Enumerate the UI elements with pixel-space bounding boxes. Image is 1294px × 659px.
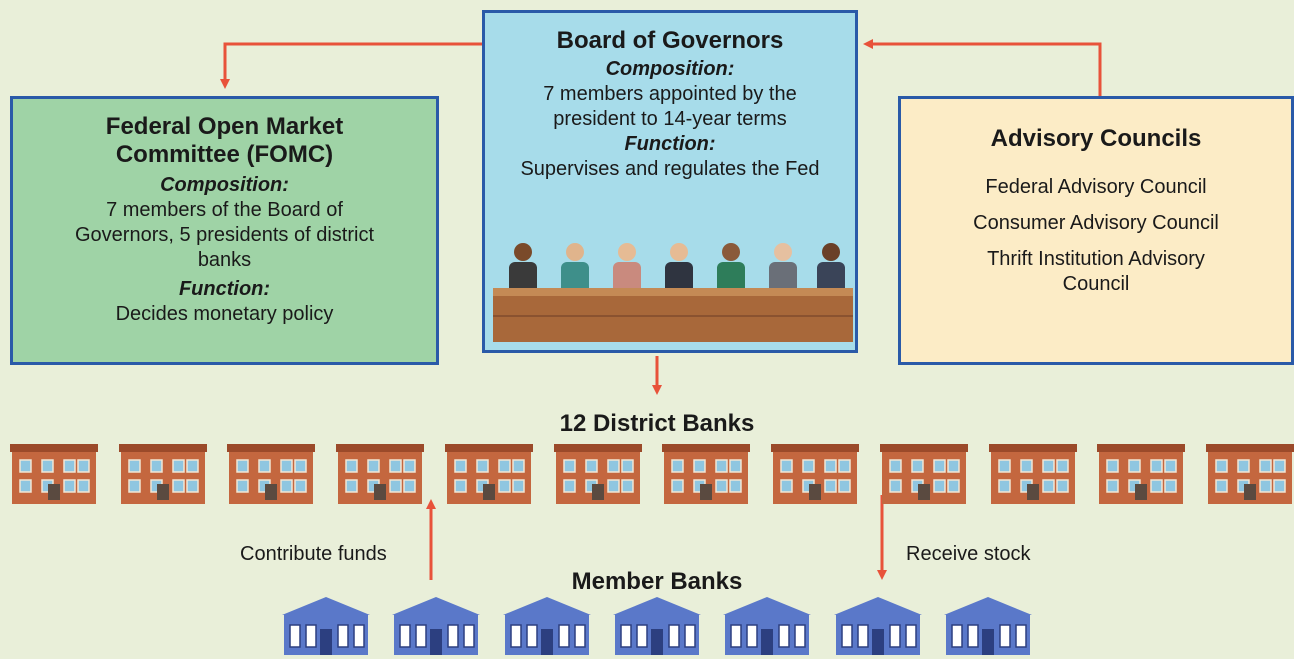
fomc-box: Federal Open Market Committee (FOMC) Com… — [10, 96, 439, 365]
advisory-council-item: Consumer Advisory Council — [973, 212, 1219, 234]
board-composition-label: Composition: — [605, 58, 735, 80]
contribute-funds-label: Contribute funds — [240, 543, 387, 565]
board-composition-text: 7 members appointed by the president to … — [543, 83, 797, 130]
advisory-council-item: Thrift Institution Advisory Council — [987, 248, 1205, 295]
board-title: Board of Governors — [556, 27, 784, 54]
district-bank-icon — [880, 444, 968, 504]
district-bank-icon — [119, 444, 207, 504]
district-banks-title: 12 District Banks — [559, 410, 755, 437]
receive-stock-label: Receive stock — [906, 543, 1031, 565]
district-bank-icon — [554, 444, 642, 504]
board-to-fomc-arrow — [220, 42, 482, 89]
district-bank-icon — [1097, 444, 1185, 504]
member-bank-icon — [834, 597, 922, 655]
board-function-text: Supervises and regulates the Fed — [520, 158, 820, 180]
people-group-icon — [509, 243, 845, 294]
district-bank-icon — [989, 444, 1077, 504]
member-bank-icon — [944, 597, 1032, 655]
district-banks-row — [10, 444, 1294, 504]
member-bank-icon — [392, 597, 480, 655]
district-bank-icon — [1206, 444, 1294, 504]
board-of-governors-box: Board of Governors Composition: 7 member… — [482, 10, 858, 353]
district-bank-icon — [10, 444, 98, 504]
fomc-title: Federal Open Market Committee (FOMC) — [105, 113, 344, 168]
advisory-council-item: Federal Advisory Council — [985, 176, 1207, 198]
district-bank-icon — [227, 444, 315, 504]
member-bank-icon — [723, 597, 811, 655]
member-bank-icon — [613, 597, 701, 655]
fomc-function-text: Decides monetary policy — [115, 303, 334, 325]
advisory-councils-box: Advisory Councils Federal Advisory Counc… — [898, 96, 1294, 365]
fomc-function-label: Function: — [178, 278, 271, 300]
advisory-title: Advisory Councils — [990, 125, 1202, 152]
board-function-label: Function: — [624, 133, 716, 155]
advisory-to-board-arrow — [863, 39, 1102, 96]
district-bank-icon — [445, 444, 533, 504]
fomc-composition-text: 7 members of the Board of Governors, 5 p… — [74, 199, 374, 271]
member-bank-icon — [282, 597, 370, 655]
district-bank-icon — [771, 444, 859, 504]
board-members-illustration — [493, 243, 853, 342]
member-banks-title: Member Banks — [571, 568, 743, 595]
member-banks-row — [282, 597, 1032, 655]
member-bank-icon — [503, 597, 591, 655]
district-bank-icon — [662, 444, 750, 504]
fomc-composition-label: Composition: — [160, 174, 289, 196]
district-bank-icon — [336, 444, 424, 504]
